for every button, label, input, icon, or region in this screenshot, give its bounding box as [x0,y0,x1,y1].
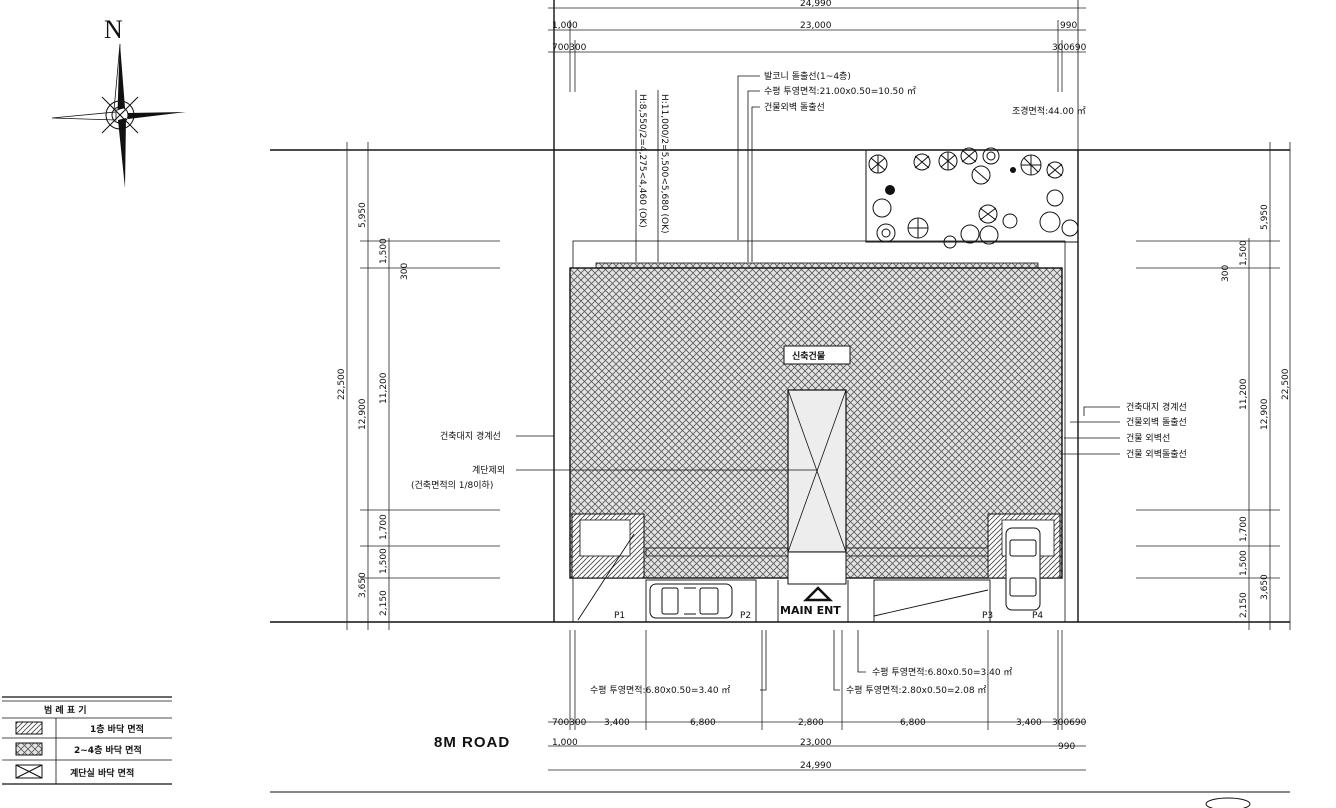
dim-bottom-right: 990 [1058,742,1075,752]
parking-label-p4: P4 [1032,611,1043,621]
dim-bottom-overall: 24,990 [800,761,832,771]
parking-label-p2: P2 [740,611,751,621]
label-balcony-line: 발코니 돌출선(1~4층) [764,71,851,82]
dim-bottom-right-small: 300690 [1052,718,1087,728]
legend-item-2: 2~4층 바닥 면적 [74,744,142,756]
dim-bottom-left: 1,000 [552,738,578,748]
dim-right-3: 300 [1221,265,1231,282]
dim-top-left: 1,000 [552,21,578,31]
entrance-arrow-icon [802,586,834,602]
legend-item-3: 계단실 바닥 면적 [70,767,134,779]
label-projection-center: 수평 투영면적:2.80x0.50=2.08 ㎡ [846,684,986,696]
dim-bottom-seg-5: 3,400 [1016,718,1042,728]
dim-right-building: 12,900 [1260,398,1270,430]
dim-left-6: 1,500 [379,548,389,574]
dim-bottom-seg-3: 2,800 [798,718,824,728]
dim-top-main: 23,000 [800,21,832,31]
label-new-building: 신축건물 [792,350,825,362]
dim-top-right-small: 300690 [1052,43,1087,53]
dim-top-right: 990 [1060,21,1077,31]
parking-label-p1: P1 [614,611,625,621]
dim-right-overall: 22,500 [1281,368,1291,400]
dim-top-overall: 24,990 [800,0,832,9]
label-stair-area-note: (건축면적의 1/8이하) [411,479,493,491]
dim-left-4: 11,200 [379,372,389,404]
dim-left-3: 300 [400,263,410,280]
dimension-lines [340,7,1291,771]
height-note-1: H:8,550/2=4,275<4,460 (OK) [637,94,647,228]
label-main-entrance: MAIN ENT [780,604,841,617]
dim-right-6: 1,500 [1239,550,1249,576]
label-outer-line-top: 건물외벽 돌출선 [764,101,825,113]
label-projection-top: 수평 투영면적:21.00x0.50=10.50 ㎡ [764,85,916,97]
dim-bottom-left-small: 700300 [552,718,587,728]
north-label: N [104,15,123,44]
dim-bottom-main: 23,000 [800,738,832,748]
dim-right-4: 11,200 [1239,378,1249,410]
label-road: 8M ROAD [434,734,510,751]
legend: 범 례 표 기 1층 바닥 면적 2~4층 바닥 면적 계단실 바닥 면적 [2,696,172,785]
landscape-area [865,147,1079,249]
dim-left-1: 5,950 [358,202,368,228]
label-landscape-area: 조경면적:44.00 ㎡ [1012,105,1086,117]
legend-diag-hatch-icon [15,721,43,735]
dim-right-7: 2,150 [1239,592,1249,618]
dim-top-left-small: 700300 [552,43,587,53]
label-stair-area: 계단제외 [472,464,505,476]
label-outer-line-right: 건물외벽 돌출선 [1126,416,1187,428]
dim-bottom-seg-1: 3,400 [604,718,630,728]
stamp-mark-icon [1205,797,1251,808]
parking-area [577,533,991,623]
dim-left-building: 12,900 [358,398,368,430]
legend-cross-hatch-icon [15,742,43,756]
label-wall-projection: 건물 외벽돌출선 [1126,448,1187,460]
height-note-2: H:11,000/2=5,500<5,680 (OK) [659,94,669,234]
car-icon [649,583,733,619]
parking-label-p3: P3 [982,611,993,621]
dim-bottom-seg-2: 6,800 [690,718,716,728]
legend-x-box-icon [15,764,43,779]
dim-left-5: 1,700 [379,514,389,540]
dim-left-7: 2,150 [379,590,389,616]
dim-right-2: 1,500 [1239,240,1249,266]
stair-core [787,389,847,585]
leader-lines [516,75,1120,691]
dim-right-1: 5,950 [1260,204,1270,230]
dim-right-5: 1,700 [1239,516,1249,542]
dim-left-8: 3,650 [358,572,368,598]
dim-left-2: 1,500 [379,238,389,264]
north-compass-icon: N [51,15,186,188]
label-wall-line: 건물 외벽선 [1126,432,1170,444]
label-projection-left: 수평 투영면적:6.80x0.50=3.40 ㎡ [590,684,730,696]
dim-right-8: 3,650 [1260,574,1270,600]
label-site-boundary-left: 건축대지 경계선 [440,430,501,442]
label-site-boundary-right: 건축대지 경계선 [1126,401,1187,413]
pilotis-left [571,513,645,579]
legend-title: 범 례 표 기 [44,704,87,716]
car-icon [1005,527,1041,611]
label-projection-right: 수평 투영면적:6.80x0.50=3.40 ㎡ [872,666,1012,678]
dim-left-overall: 22,500 [337,368,347,400]
dim-bottom-seg-4: 6,800 [900,718,926,728]
legend-item-1: 1층 바닥 면적 [90,723,144,735]
